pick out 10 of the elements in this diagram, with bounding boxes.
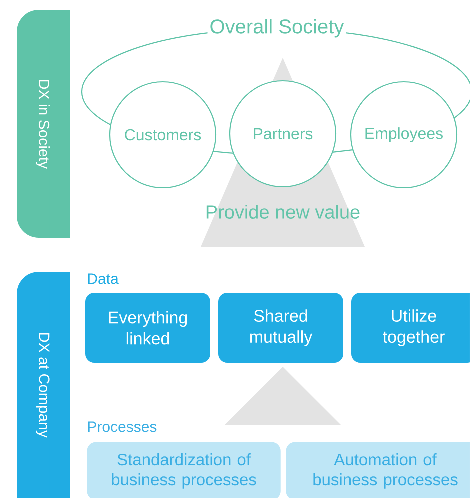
- process-box: Automation of business processes: [286, 442, 470, 498]
- node-label: Employees: [366, 128, 443, 142]
- side-tab: DX in Society: [17, 8, 95, 270]
- data-box: Shared mutually: [218, 293, 344, 363]
- process-box: Standardization of business processes: [87, 442, 281, 498]
- triangle: [225, 367, 341, 426]
- section-label: Data: [88, 274, 119, 284]
- data-box: Utilize together: [352, 293, 470, 363]
- section-label: Processes: [88, 422, 157, 432]
- data-box: Everything linked: [86, 293, 210, 363]
